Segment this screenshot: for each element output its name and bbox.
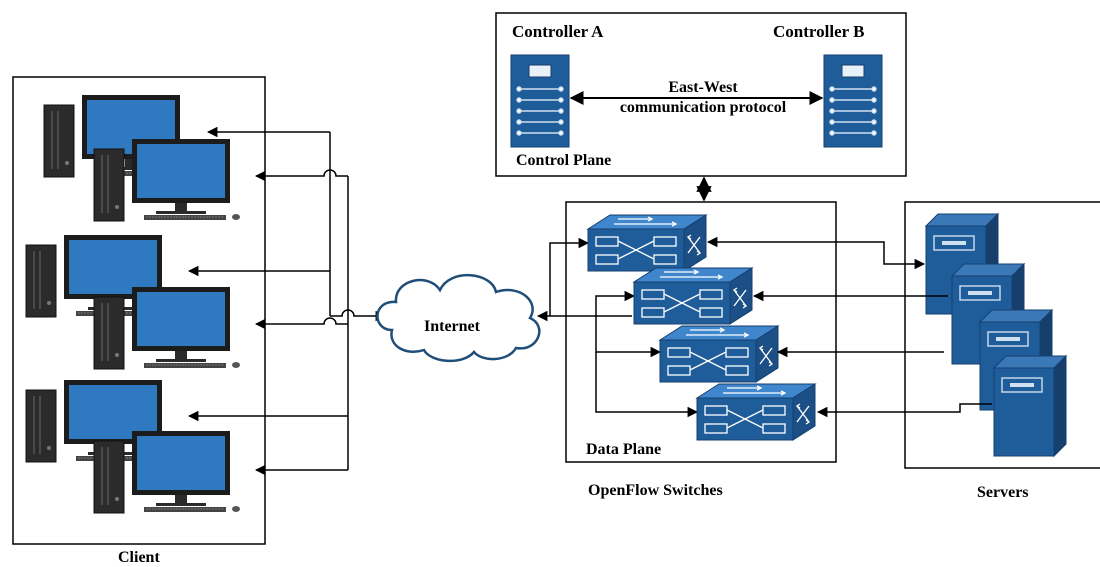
control-plane-label: Control Plane: [516, 152, 612, 169]
desktop-computer-icon: [93, 430, 241, 514]
internet-label: Internet: [424, 318, 480, 335]
internet-switch-links: [536, 237, 699, 418]
data-plane-label: Data Plane: [586, 441, 662, 458]
openflow-switches-caption: OpenFlow Switches: [588, 482, 723, 499]
controller-a-label: Controller A: [512, 22, 604, 41]
controller-server-icon: [823, 54, 883, 148]
east-west-line-2: communication protocol: [619, 99, 787, 116]
controller-b-label: Controller B: [773, 22, 865, 41]
desktop-computer-icon: [93, 286, 241, 370]
servers-panel: [904, 201, 1100, 469]
data-plane-panel: [565, 201, 837, 463]
client-caption: Client: [118, 549, 160, 566]
controller-server-icon: [510, 54, 570, 148]
openflow-switch-icon: [659, 325, 779, 383]
openflow-switch-icon: [696, 383, 816, 441]
openflow-switch-icon: [587, 214, 707, 272]
servers-caption: Servers: [977, 484, 1029, 501]
client-links: [187, 126, 387, 476]
openflow-switch-icon: [633, 267, 753, 325]
control-plane-panel: [495, 12, 907, 177]
client-panel: [12, 76, 266, 545]
east-west-line-1: East-West: [668, 79, 738, 96]
switch-server-links: [706, 236, 992, 418]
internet-cloud-icon: [376, 274, 541, 363]
desktop-computer-icon: [93, 138, 241, 222]
server-cabinet-icon: [993, 355, 1067, 457]
east-west-label: East-West communication protocol: [588, 78, 818, 118]
